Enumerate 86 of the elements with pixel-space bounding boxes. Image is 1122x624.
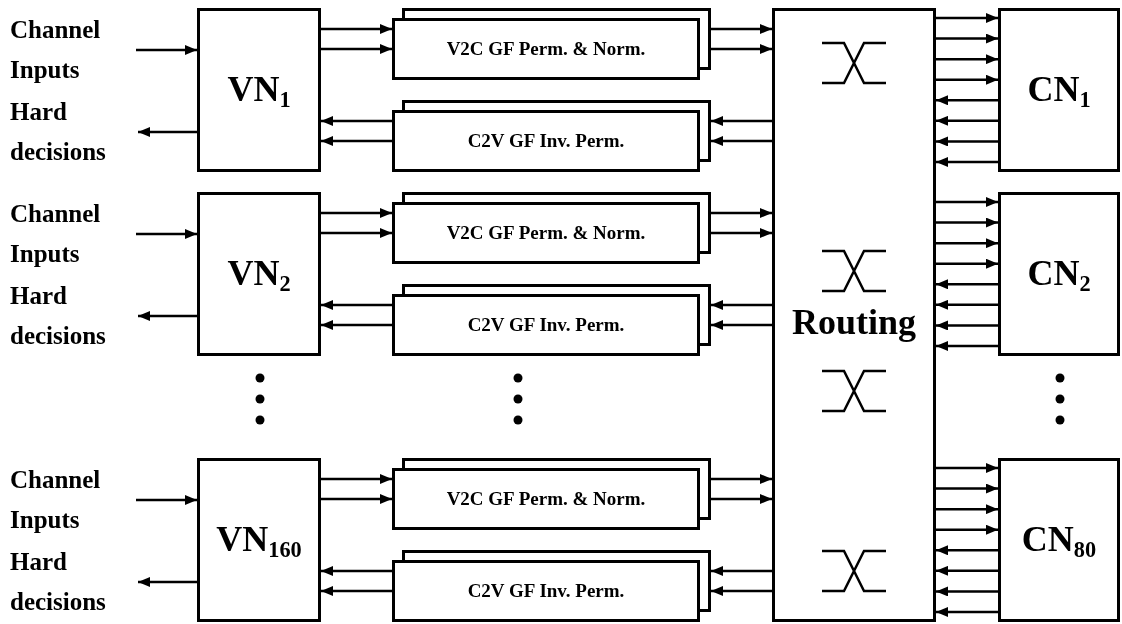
node-box xyxy=(998,192,1120,356)
arrow xyxy=(936,504,998,515)
arrow xyxy=(321,116,392,126)
arrow xyxy=(936,136,998,147)
arrow xyxy=(936,341,998,351)
arrow xyxy=(321,494,392,504)
node-label: CN$_{1}$ xyxy=(1027,67,1091,113)
arrow xyxy=(936,524,998,535)
block-label: C2V GF Inv. Perm. xyxy=(467,314,625,336)
arrow xyxy=(321,586,392,596)
block-label: V2C GF Perm. & Norm. xyxy=(446,38,646,60)
node-label: VN$_{1}$ xyxy=(227,67,291,113)
arrow xyxy=(936,607,998,617)
node-label: CN$_{2}$ xyxy=(1027,251,1091,297)
arrow xyxy=(136,229,197,239)
io-label: Channel Inputs xyxy=(10,10,138,90)
arrow xyxy=(321,44,392,54)
arrow xyxy=(321,136,392,146)
arrow xyxy=(711,228,772,238)
arrow xyxy=(936,74,998,85)
io-label: Channel Inputs xyxy=(10,194,138,274)
arrow xyxy=(936,320,998,331)
arrow xyxy=(321,228,392,238)
arrow xyxy=(711,24,772,34)
arrow xyxy=(138,127,197,137)
arrow xyxy=(936,545,998,556)
node-box xyxy=(197,192,321,356)
node-box xyxy=(998,458,1120,622)
node-label: VN$_{160}$ xyxy=(216,517,302,563)
arrow xyxy=(321,320,392,330)
io-label: Hard decisions xyxy=(10,92,142,172)
arrow xyxy=(936,157,998,167)
arrow xyxy=(936,238,998,249)
arrow xyxy=(936,258,998,269)
stacked-process-box xyxy=(392,550,711,622)
block-label: C2V GF Inv. Perm. xyxy=(467,130,625,152)
arrow xyxy=(936,115,998,126)
arrow xyxy=(138,577,197,587)
arrow xyxy=(321,300,392,310)
stacked-process-box xyxy=(392,284,711,356)
arrow xyxy=(711,586,772,596)
arrow xyxy=(936,483,998,494)
arrow xyxy=(711,474,772,484)
block-label: V2C GF Perm. & Norm. xyxy=(446,488,646,510)
arrow xyxy=(711,116,772,126)
arrow xyxy=(936,565,998,576)
stacked-process-box xyxy=(392,100,711,172)
arrow xyxy=(711,566,772,576)
arrow xyxy=(936,54,998,65)
arrow xyxy=(936,217,998,228)
node-box xyxy=(197,458,321,622)
node-label: VN$_{2}$ xyxy=(227,251,291,297)
node-label: CN$_{80}$ xyxy=(1021,517,1097,563)
arrow xyxy=(711,494,772,504)
arrow xyxy=(321,208,392,218)
arrow xyxy=(936,463,998,473)
arrow xyxy=(936,299,998,310)
arrow xyxy=(936,33,998,44)
io-label: Hard decisions xyxy=(10,542,142,622)
arrow xyxy=(321,474,392,484)
stacked-process-box xyxy=(392,8,711,80)
node-box xyxy=(197,8,321,172)
arrow xyxy=(711,300,772,310)
arrow xyxy=(936,586,998,597)
arrow xyxy=(321,24,392,34)
arrow xyxy=(321,566,392,576)
node-box xyxy=(998,8,1120,172)
arrow xyxy=(936,279,998,290)
routing-box xyxy=(772,8,936,622)
arrow xyxy=(711,44,772,54)
arrow xyxy=(138,311,197,321)
block-label: V2C GF Perm. & Norm. xyxy=(446,222,646,244)
arrow xyxy=(936,95,998,106)
arrow xyxy=(936,13,998,23)
stacked-process-box xyxy=(392,192,711,264)
io-label: Channel Inputs xyxy=(10,460,138,540)
arrow xyxy=(936,197,998,207)
routing-label: Routing xyxy=(791,301,917,343)
stacked-process-box xyxy=(392,458,711,530)
block-label: C2V GF Inv. Perm. xyxy=(467,580,625,602)
arrow xyxy=(136,495,197,505)
arrow xyxy=(136,45,197,55)
arrow xyxy=(711,136,772,146)
arrow xyxy=(711,208,772,218)
io-label: Hard decisions xyxy=(10,276,142,356)
arrow xyxy=(711,320,772,330)
